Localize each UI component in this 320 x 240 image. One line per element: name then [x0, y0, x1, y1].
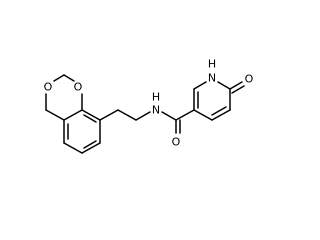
double-bond-inner [83, 114, 97, 123]
bond [161, 111, 177, 121]
bond [231, 85, 245, 94]
oxygen-label-ring-side: O [44, 81, 53, 94]
bond [63, 109, 83, 121]
oxygen-label-carbonyl: O [172, 136, 181, 149]
oxygen-label-ring-top: O [74, 81, 83, 94]
bond [99, 109, 119, 121]
bond [53, 74, 65, 82]
structure-drawing: O O N H N H O O [44, 58, 254, 154]
bond [193, 81, 207, 90]
bond [81, 142, 101, 154]
nitrogen-label-amide: N [152, 104, 160, 117]
bonds [45, 74, 245, 154]
atom-labels: O O N H N H O O [44, 58, 254, 149]
hydrogen-label-amide: H [152, 91, 160, 104]
double-bond-inner [211, 106, 227, 116]
bond [63, 142, 83, 154]
bond [217, 81, 231, 90]
bond [229, 81, 243, 90]
bond [45, 109, 65, 121]
hydrogen-label-pyridone: H [208, 58, 216, 71]
bond [175, 109, 195, 121]
nitrogen-label-pyridone: N [208, 72, 216, 85]
molecule-diagram: O O N H N H O O [44, 58, 254, 154]
bond [117, 109, 137, 121]
bond [193, 109, 213, 121]
oxygen-label-pyridone: O [245, 73, 254, 86]
bond [135, 111, 151, 121]
bond [63, 74, 75, 82]
double-bond-inner [83, 140, 97, 149]
bond [211, 109, 231, 121]
bond [81, 109, 101, 121]
